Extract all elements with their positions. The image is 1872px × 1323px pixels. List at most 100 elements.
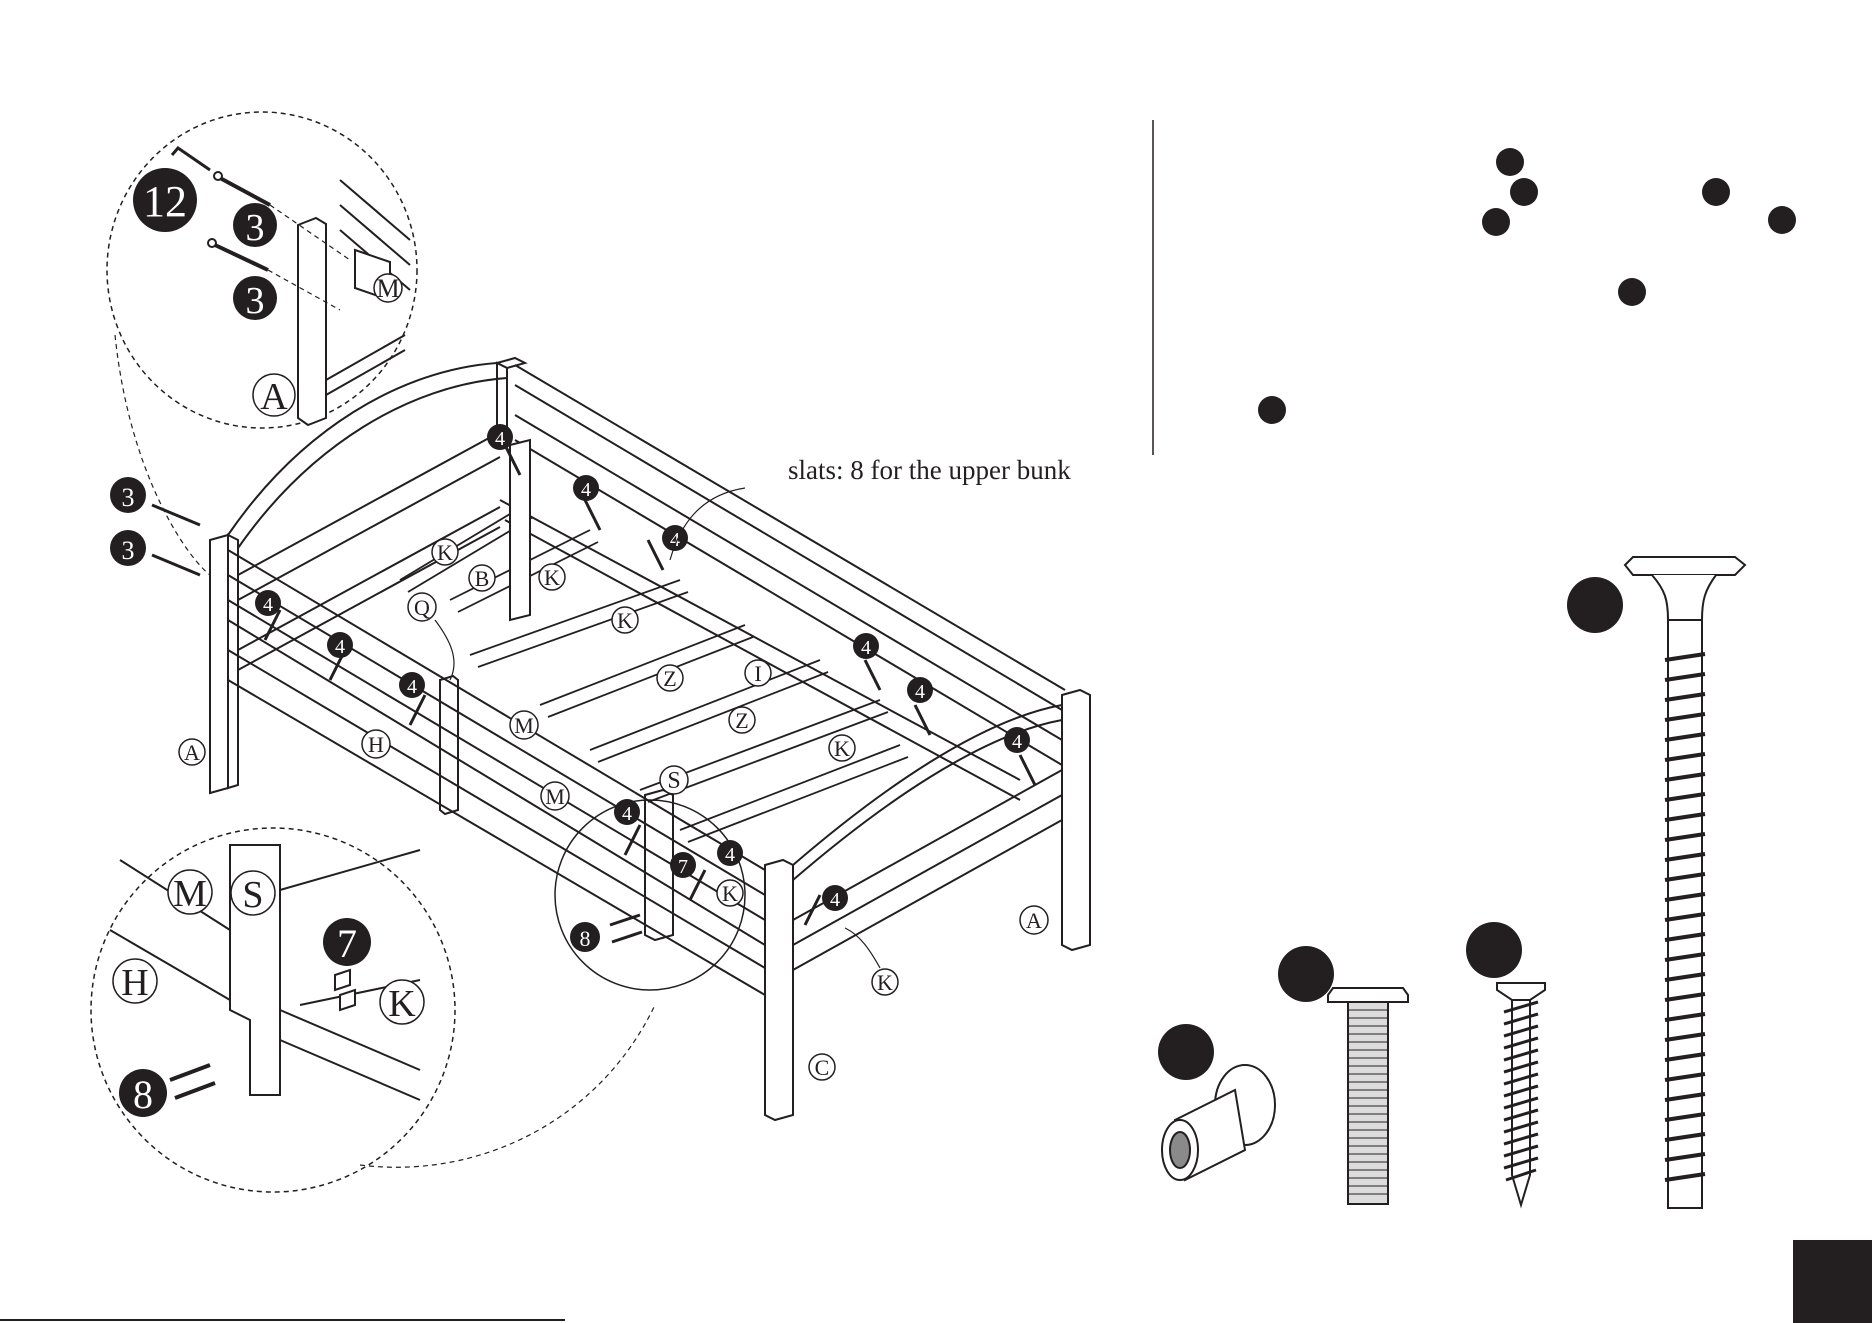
svg-text:B: B xyxy=(475,566,490,591)
svg-text:7: 7 xyxy=(678,856,688,878)
part-label-K-5: K xyxy=(717,880,743,906)
svg-text:A: A xyxy=(184,740,200,765)
svg-text:4: 4 xyxy=(622,803,632,825)
svg-text:4: 4 xyxy=(915,681,925,703)
badge-4-f: 4 xyxy=(399,672,425,698)
badge-8-small: 8 xyxy=(570,922,600,952)
part-label-C: C xyxy=(809,1054,835,1080)
svg-text:A: A xyxy=(1026,908,1042,933)
badge-4-d: 4 xyxy=(255,590,281,616)
svg-text:4: 4 xyxy=(725,844,735,866)
part-label-K-large: K xyxy=(380,980,424,1025)
svg-text:K: K xyxy=(544,565,560,590)
svg-text:4: 4 xyxy=(335,636,345,658)
svg-text:Z: Z xyxy=(663,666,676,691)
part-label-K-1: K xyxy=(432,539,458,565)
svg-text:H: H xyxy=(121,962,148,1004)
svg-text:8: 8 xyxy=(580,926,591,951)
badge-4-b: 4 xyxy=(573,475,599,501)
svg-text:M: M xyxy=(376,274,399,303)
svg-text:4: 4 xyxy=(670,529,680,551)
svg-text:M: M xyxy=(545,784,565,809)
svg-text:12: 12 xyxy=(143,177,187,226)
badge-7-large: 7 xyxy=(323,918,371,966)
part-label-A-top: A xyxy=(253,374,295,418)
part-label-M-2: M xyxy=(541,782,569,810)
svg-text:H: H xyxy=(368,732,384,757)
badge-3-left-a: 3 xyxy=(110,477,146,513)
badge-12: 12 xyxy=(133,168,197,232)
badge-4-h: 4 xyxy=(907,677,933,703)
right-panel-dots xyxy=(1258,148,1796,424)
hardware-panel xyxy=(1158,557,1745,1208)
svg-text:S: S xyxy=(667,768,680,794)
machine-bolt-icon xyxy=(1278,946,1408,1204)
part-label-Z-2: Z xyxy=(729,707,755,733)
badge-4-c: 4 xyxy=(662,525,688,551)
badge-4-k: 4 xyxy=(717,840,743,866)
svg-text:K: K xyxy=(722,881,738,906)
badge-4-e: 4 xyxy=(327,632,353,658)
part-label-Z-1: Z xyxy=(657,665,683,691)
part-label-I: I xyxy=(745,660,771,686)
badge-3-mid: 3 xyxy=(233,276,277,322)
svg-text:C: C xyxy=(815,1055,830,1080)
svg-text:M: M xyxy=(173,873,207,915)
svg-text:3: 3 xyxy=(246,280,265,322)
badge-4-l: 4 xyxy=(822,885,848,911)
part-label-Q: Q xyxy=(408,593,436,621)
page-number-tab xyxy=(1793,1240,1872,1323)
svg-text:7: 7 xyxy=(337,921,357,966)
part-label-K-3: K xyxy=(612,607,638,633)
svg-text:K: K xyxy=(388,983,416,1025)
part-label-K-6: K xyxy=(872,969,898,995)
part-label-M-1: M xyxy=(510,711,538,739)
svg-text:Q: Q xyxy=(414,595,430,620)
svg-text:4: 4 xyxy=(495,428,505,450)
badge-4-j: 4 xyxy=(614,799,640,825)
svg-text:4: 4 xyxy=(1012,731,1022,753)
svg-text:4: 4 xyxy=(861,637,871,659)
svg-text:K: K xyxy=(437,540,453,565)
svg-text:3: 3 xyxy=(246,207,265,249)
badge-3-top: 3 xyxy=(233,203,277,249)
svg-text:I: I xyxy=(754,661,761,686)
svg-text:3: 3 xyxy=(122,536,135,565)
part-label-H-large: H xyxy=(113,959,157,1004)
part-label-M-large: M xyxy=(168,870,212,915)
svg-text:Z: Z xyxy=(735,708,748,733)
bed-slats xyxy=(400,505,908,842)
svg-text:S: S xyxy=(242,874,263,916)
svg-text:K: K xyxy=(877,970,893,995)
badge-8-large: 8 xyxy=(119,1069,167,1117)
slats-note: slats: 8 for the upper bunk xyxy=(788,455,1071,485)
svg-text:M: M xyxy=(514,713,534,738)
svg-text:4: 4 xyxy=(830,889,840,911)
badge-3-left-b: 3 xyxy=(110,530,146,566)
part-label-A-right: A xyxy=(1020,906,1048,934)
badge-4-i: 4 xyxy=(1004,727,1030,753)
part-label-S: S xyxy=(660,766,688,794)
barrel-nut-icon xyxy=(1158,1024,1275,1180)
part-label-K-4: K xyxy=(829,735,855,761)
svg-text:3: 3 xyxy=(122,483,135,512)
svg-text:K: K xyxy=(834,736,850,761)
badge-4-g: 4 xyxy=(853,633,879,659)
svg-text:K: K xyxy=(617,608,633,633)
part-label-B: B xyxy=(469,565,495,591)
svg-text:4: 4 xyxy=(407,676,417,698)
svg-text:4: 4 xyxy=(263,594,273,616)
svg-text:4: 4 xyxy=(581,479,591,501)
part-label-M-top: M xyxy=(374,274,402,303)
wood-screw-icon xyxy=(1466,922,1545,1205)
part-label-A-left: A xyxy=(179,739,205,765)
badge-4-a: 4 xyxy=(487,424,513,450)
part-label-S-large: S xyxy=(231,871,275,916)
part-label-K-2: K xyxy=(539,564,565,590)
badge-7-small: 7 xyxy=(670,852,696,878)
svg-text:8: 8 xyxy=(133,1072,153,1117)
part-label-H: H xyxy=(362,730,390,758)
svg-text:A: A xyxy=(260,376,288,418)
long-bolt-icon xyxy=(1567,557,1745,1208)
